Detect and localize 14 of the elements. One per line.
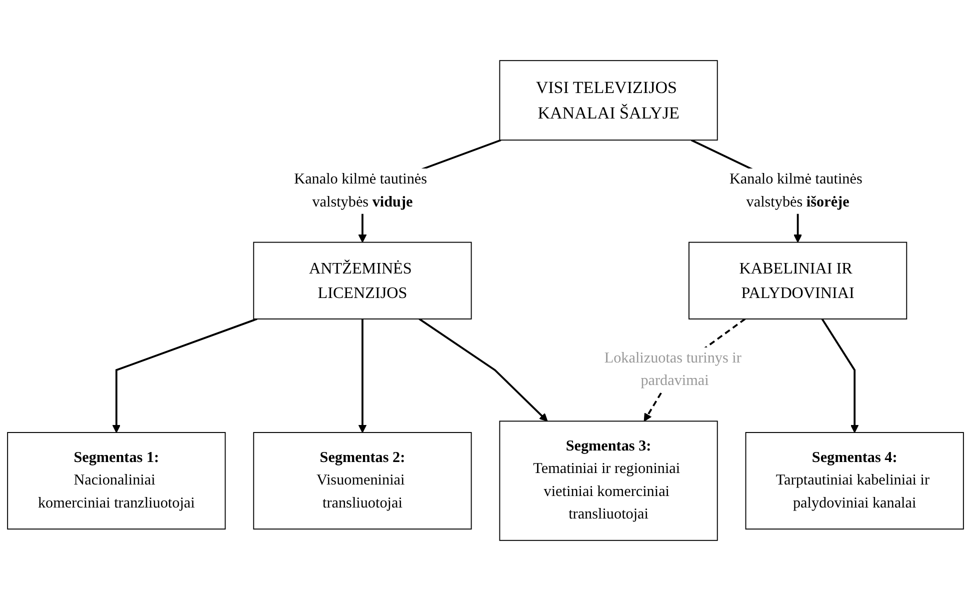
arrow [358,318,367,433]
node-box: Segmentas 4: Tarptautiniai kabeliniai ir palydoviniai kanalai [745,432,964,530]
edge-label: Kanalo kilmė tautinės valstybės išorėje [729,171,862,210]
arrow [821,318,859,433]
node-box: KABELINIAI IR PALYDOVINIAI [688,242,908,320]
edge-label: Lokalizuotas turinys ir pardavimai [604,350,742,389]
arrow [112,318,258,433]
node-box: Segmentas 1: Nacionaliniai komerciniai tranzliuotojai [7,432,226,530]
node-box: Segmentas 2: Visuomeniniai transliuotojai [253,432,472,530]
edge-label: Kanalo kilmė tautinės valstybės viduje [294,171,428,210]
arrow [418,318,548,422]
node-box: ANTŽEMINĖS LICENZIJOS [253,242,472,320]
node-box: Segmentas 3: Tematiniai ir regioniniai vietiniai komerciniai transliuotojai [499,420,718,541]
node-box: VISI TELEVIZIJOS KANALAI ŠALYJE [499,60,718,141]
